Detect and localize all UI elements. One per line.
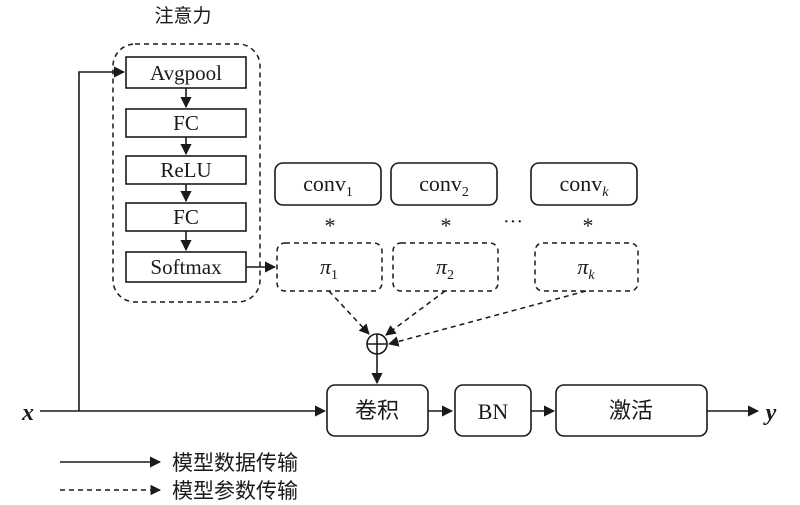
convk-label: convk bbox=[560, 171, 610, 200]
input-x-label: x bbox=[21, 400, 34, 426]
arrow-input-attention bbox=[78, 66, 126, 411]
multiply-symbol-k: * bbox=[583, 213, 594, 238]
fc1-box bbox=[125, 108, 247, 138]
legend-dashed-label: 模型参数传输 bbox=[172, 479, 298, 503]
arrow-pik-sum bbox=[387, 290, 587, 347]
conv-label: 卷积 bbox=[355, 399, 399, 424]
avgpool-label: Avgpool bbox=[150, 61, 222, 85]
multiply-symbol-2: * bbox=[441, 213, 452, 238]
legend-solid-label: 模型数据传输 bbox=[172, 451, 298, 475]
fc2-box bbox=[125, 202, 247, 232]
fc1-label: FC bbox=[173, 111, 199, 135]
conv1-label: conv1 bbox=[303, 171, 353, 200]
activation-label: 激活 bbox=[609, 399, 653, 424]
pik-box bbox=[534, 242, 639, 292]
attention-title: 注意力 bbox=[154, 5, 211, 27]
pi2-label: π2 bbox=[436, 254, 454, 283]
relu-box bbox=[125, 155, 247, 185]
avgpool-box bbox=[125, 56, 247, 89]
ellipsis: ··· bbox=[503, 211, 523, 233]
pi1-label: π1 bbox=[320, 254, 338, 283]
softmax-label: Softmax bbox=[150, 255, 222, 279]
arrow-pi2-sum bbox=[385, 290, 446, 336]
conv1-box bbox=[274, 162, 382, 206]
convk-box bbox=[530, 162, 638, 206]
pi2-box bbox=[392, 242, 499, 292]
bn-label: BN bbox=[478, 399, 509, 424]
fc2-label: FC bbox=[173, 205, 199, 229]
conv2-label: conv2 bbox=[419, 171, 469, 200]
multiply-symbol-1: * bbox=[325, 213, 336, 238]
pik-label: πk bbox=[577, 254, 595, 283]
relu-label: ReLU bbox=[160, 158, 211, 182]
output-y-label: y bbox=[763, 400, 777, 426]
conv2-box bbox=[390, 162, 498, 206]
arrow-pi1-sum bbox=[328, 290, 370, 335]
